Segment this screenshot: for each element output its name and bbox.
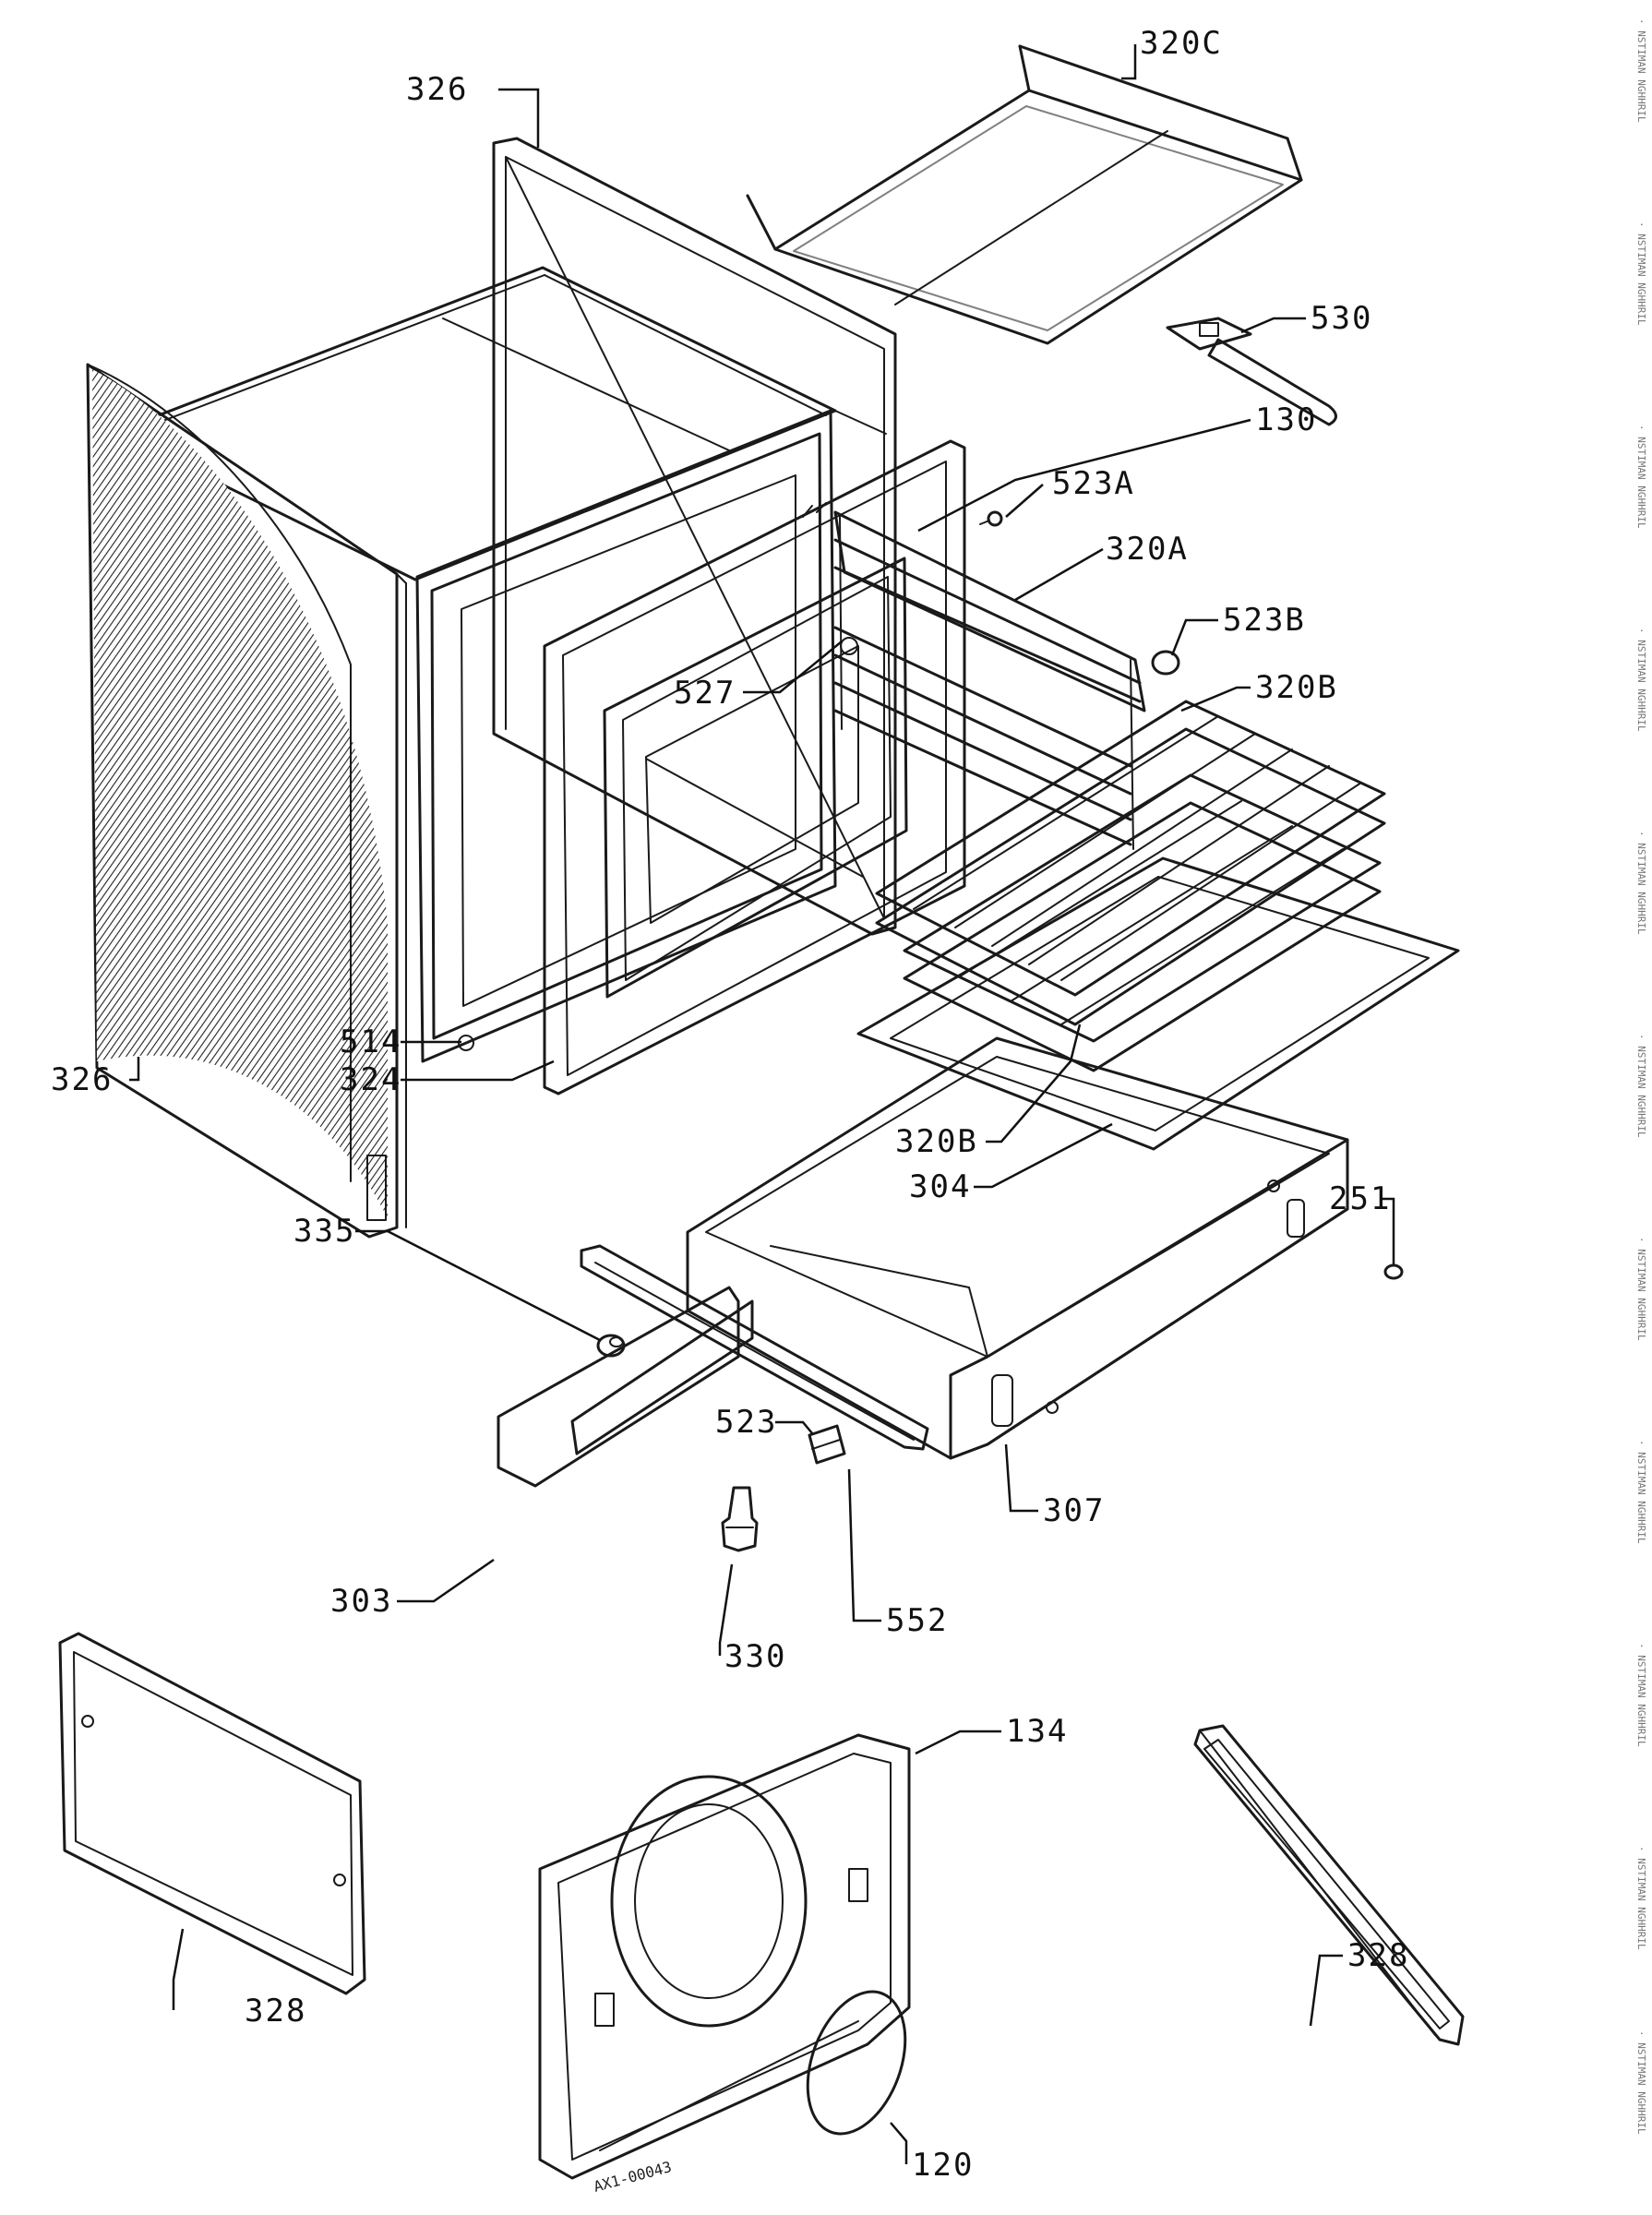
edge-strip-text-2: · NSTIMAN NGHHRIL — [1635, 222, 1647, 326]
bottom-drawer — [686, 1036, 1349, 1460]
plug-523b — [1151, 650, 1180, 676]
edge-strip-text-8: · NSTIMAN NGHHRIL — [1635, 1440, 1647, 1544]
label-320b-mid: 320B — [895, 1123, 978, 1160]
drawer-rail — [580, 1244, 929, 1451]
label-335: 335 — [293, 1213, 355, 1250]
lamp-cover — [806, 1990, 907, 2136]
label-326-top: 326 — [406, 71, 468, 108]
foot-330 — [721, 1486, 759, 1552]
label-523a: 523A — [1052, 465, 1135, 502]
edge-strip-text-7: · NSTIMAN NGHHRIL — [1635, 1237, 1647, 1341]
glass-panel-left — [58, 1632, 366, 1995]
label-251: 251 — [1329, 1180, 1391, 1217]
screw-251 — [1383, 1263, 1404, 1280]
label-320c: 320C — [1140, 25, 1223, 62]
label-527: 527 — [674, 675, 736, 712]
label-303: 303 — [330, 1583, 392, 1620]
edge-strip-text-6: · NSTIMAN NGHHRIL — [1635, 1034, 1647, 1138]
grill-rack — [746, 44, 1303, 345]
rack-handle — [1166, 317, 1337, 426]
edge-strip-text-3: · NSTIMAN NGHHRIL — [1635, 425, 1647, 529]
edge-strip-text-9: · NSTIMAN NGHHRIL — [1635, 1643, 1647, 1747]
edge-strip-text: · NSTIMAN NGHHRIL — [1635, 18, 1647, 123]
label-130: 130 — [1255, 401, 1317, 438]
label-530: 530 — [1311, 300, 1372, 337]
label-330: 330 — [724, 1638, 786, 1675]
label-523: 523 — [715, 1404, 777, 1441]
kick-plate — [497, 1286, 754, 1488]
oven-box — [114, 266, 887, 1063]
knob-335 — [596, 1334, 626, 1358]
label-328-left: 328 — [245, 1993, 306, 2029]
side-rack-rails — [833, 510, 1146, 850]
label-328-right: 328 — [1347, 1937, 1409, 1974]
oven-shelf-lower — [903, 773, 1382, 1072]
side-panel-left — [86, 363, 474, 1239]
edge-strip-text-11: · NSTIMAN NGHHRIL — [1635, 2030, 1647, 2135]
label-320b-top: 320B — [1255, 669, 1338, 706]
screw-523a — [979, 510, 1003, 527]
edge-strip-text-4: · NSTIMAN NGHHRIL — [1635, 628, 1647, 732]
label-134: 134 — [1006, 1713, 1068, 1750]
clip-523 — [808, 1424, 846, 1465]
label-304: 304 — [909, 1168, 971, 1205]
glass-panel-right — [1193, 1724, 1465, 2046]
label-523b: 523B — [1223, 602, 1306, 639]
label-307: 307 — [1043, 1492, 1105, 1529]
label-514: 514 — [340, 1024, 401, 1060]
front-frame — [543, 439, 966, 1096]
label-320a: 320A — [1106, 531, 1189, 568]
oven-shelf-upper — [875, 700, 1386, 1026]
back-panel — [492, 137, 897, 936]
baking-tray — [856, 856, 1460, 1151]
leader-lines — [129, 44, 1395, 2164]
label-552: 552 — [886, 1602, 948, 1639]
rear-wall-fan-cover: AX1-00043 — [538, 1733, 911, 2196]
label-120: 120 — [912, 2147, 974, 2184]
label-324: 324 — [340, 1061, 401, 1098]
edge-strip-text-10: · NSTIMAN NGHHRIL — [1635, 1846, 1647, 1950]
edge-strip-text-5: · NSTIMAN NGHHRIL — [1635, 831, 1647, 935]
label-326-left: 326 — [51, 1061, 113, 1098]
scan-edge-strip: · NSTIMAN NGHHRIL · NSTIMAN NGHHRIL · NS… — [1635, 18, 1647, 2135]
part-labels: 326 320C 530 130 523A 320A 523B 320B 527… — [51, 25, 1409, 2184]
